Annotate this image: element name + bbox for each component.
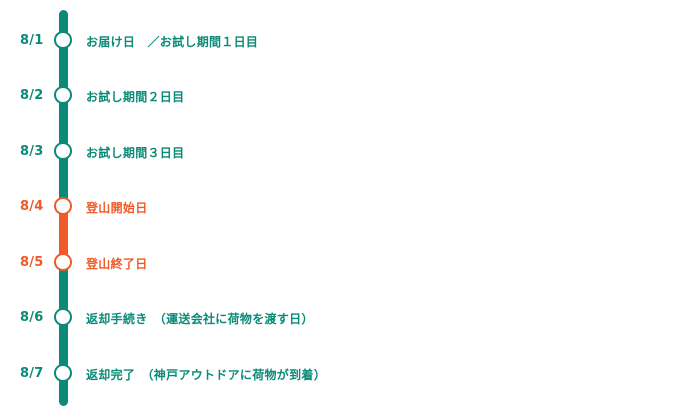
timeline-item-2: 8/2 お試し期間２日目 xyxy=(0,84,700,110)
timeline-node-circle xyxy=(54,142,72,160)
timeline-rail-bottom xyxy=(59,261,68,406)
timeline-label: 登山終了日 xyxy=(86,257,148,271)
timeline-item-1: 8/1 お届け日 ／お試し期間１日目 xyxy=(0,29,700,55)
timeline-item-5: 8/5 登山終了日 xyxy=(0,251,700,277)
timeline-date: 8/3 xyxy=(20,144,44,159)
timeline-date: 8/5 xyxy=(20,255,44,270)
timeline-node-circle xyxy=(54,364,72,382)
timeline-date: 8/4 xyxy=(20,199,44,214)
timeline-node-circle xyxy=(54,86,72,104)
timeline-item-6: 8/6 返却手続き （運送会社に荷物を渡す日） xyxy=(0,306,700,332)
timeline-node-circle xyxy=(54,197,72,215)
timeline-label: 登山開始日 xyxy=(86,201,148,215)
timeline-date: 8/7 xyxy=(20,366,44,381)
timeline-label: お試し期間３日目 xyxy=(86,146,185,160)
timeline-item-7: 8/7 返却完了 （神戸アウトドアに荷物が到着） xyxy=(0,362,700,388)
timeline-label: 返却手続き （運送会社に荷物を渡す日） xyxy=(86,312,314,326)
timeline-item-4: 8/4 登山開始日 xyxy=(0,195,700,221)
timeline-node-circle xyxy=(54,31,72,49)
timeline-date: 8/2 xyxy=(20,88,44,103)
timeline-node-circle xyxy=(54,253,72,271)
timeline-label: お届け日 ／お試し期間１日目 xyxy=(86,35,259,49)
timeline-rail-top xyxy=(59,10,68,205)
timeline-label: 返却完了 （神戸アウトドアに荷物が到着） xyxy=(86,368,327,382)
timeline-date: 8/1 xyxy=(20,33,44,48)
timeline-item-3: 8/3 お試し期間３日目 xyxy=(0,140,700,166)
timeline-rail-highlight xyxy=(59,205,68,261)
timeline-node-circle xyxy=(54,308,72,326)
timeline-date: 8/6 xyxy=(20,310,44,325)
timeline-label: お試し期間２日目 xyxy=(86,90,185,104)
